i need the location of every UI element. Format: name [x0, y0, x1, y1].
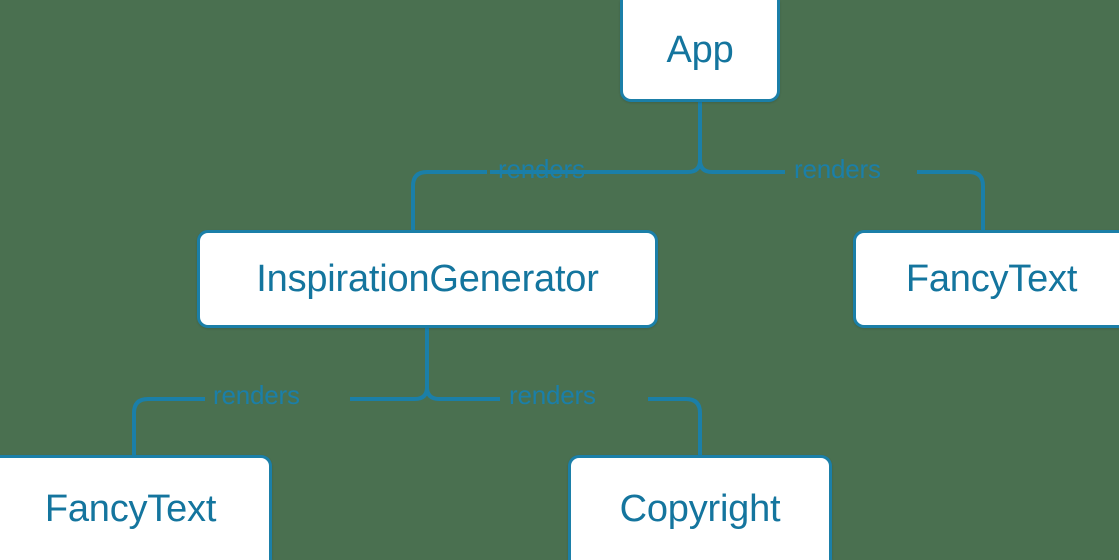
node-copyright[interactable]: Copyright [568, 455, 832, 560]
edge-app-fancytext-corner [917, 170, 985, 230]
edge-ig-copyright-corner [648, 397, 702, 455]
edge-junction-app-left [660, 159, 702, 174]
node-app-label: App [666, 28, 734, 71]
node-inspirationgenerator-label: InspirationGenerator [256, 258, 599, 300]
edge-label-inspirationgenerator-fancytext: renders [213, 380, 300, 410]
edge-label-inspirationgenerator-copyright: renders [509, 380, 596, 410]
edge-junction-app-right [698, 159, 740, 174]
edge-junction-ig-right [425, 386, 467, 401]
node-fancytext-bottom[interactable]: FancyText [0, 455, 272, 560]
edge-junction-ig-left [387, 386, 429, 401]
edge-ig-fancytext-corner [132, 397, 205, 455]
edge-app-inspiration-corner [411, 170, 487, 230]
edge-label-app-fancytext: renders [794, 154, 881, 184]
node-fancytext-right[interactable]: FancyText [853, 230, 1119, 328]
node-copyright-label: Copyright [619, 488, 781, 530]
node-inspirationgenerator[interactable]: InspirationGenerator [197, 230, 658, 328]
node-fancytext-bottom-label: FancyText [44, 488, 217, 530]
node-fancytext-right-label: FancyText [905, 258, 1078, 300]
node-app[interactable]: App [620, 0, 780, 102]
edge-label-app-inspiration: renders [498, 154, 585, 184]
